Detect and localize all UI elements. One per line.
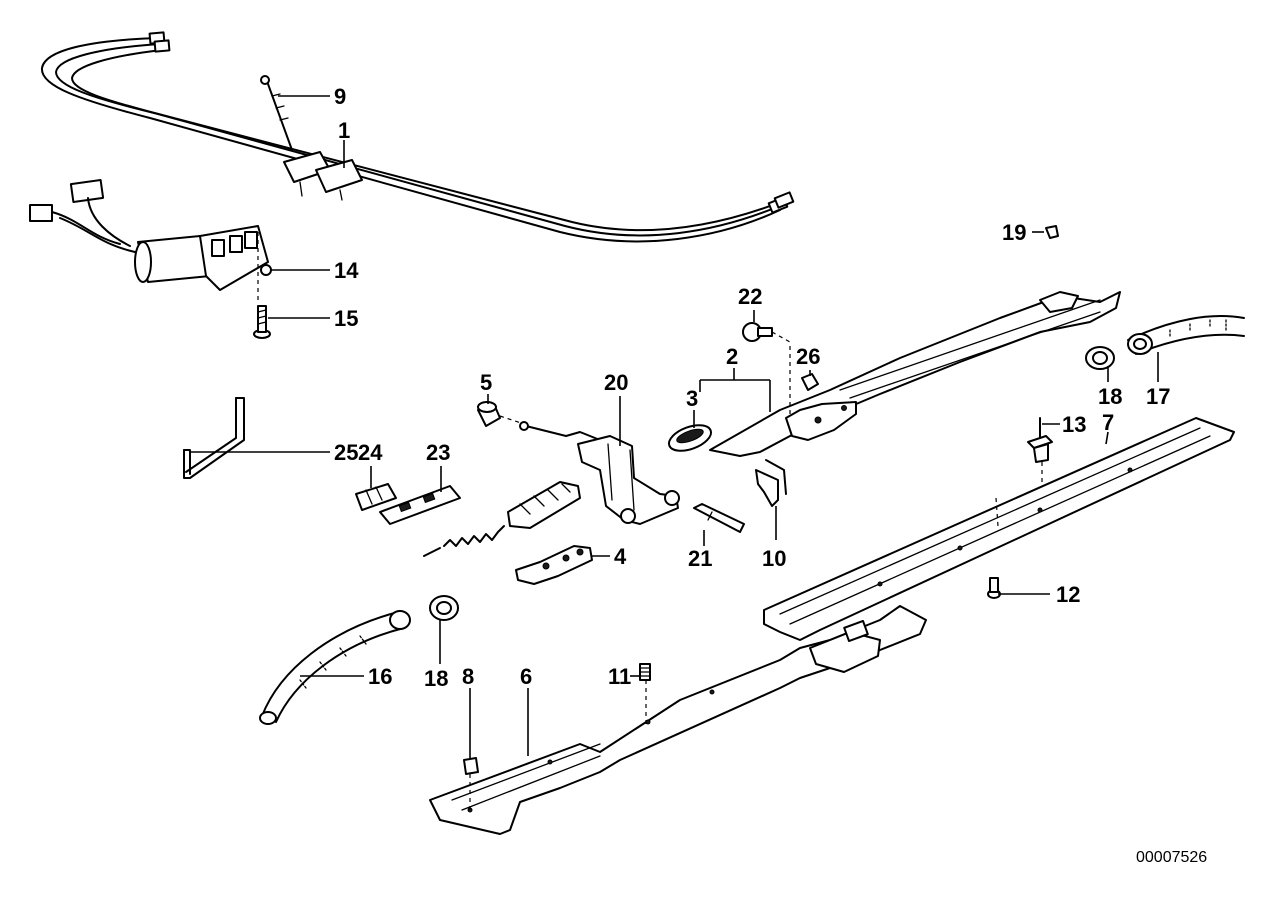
callout-20: 20 bbox=[604, 370, 628, 395]
part-screw-15 bbox=[253, 305, 271, 339]
part-tube-16 bbox=[259, 610, 411, 725]
part-screw-11 bbox=[639, 663, 651, 724]
callout-16: 16 bbox=[368, 664, 392, 689]
callout-9: 9 bbox=[334, 84, 346, 109]
part-clip-10 bbox=[755, 459, 787, 507]
part-drive-motor bbox=[29, 178, 272, 300]
callout-17: 17 bbox=[1146, 384, 1170, 409]
callout-12: 12 bbox=[1056, 582, 1080, 607]
callout-19: 19 bbox=[1002, 220, 1026, 245]
callout-7: 7 bbox=[1102, 410, 1114, 435]
callout-24: 24 bbox=[358, 440, 383, 465]
callout-21: 21 bbox=[688, 546, 712, 571]
leader-lines bbox=[190, 95, 1159, 758]
part-bushing-5 bbox=[477, 401, 525, 427]
callout-8: 8 bbox=[462, 664, 474, 689]
part-lever-20 bbox=[423, 421, 680, 557]
part-slider-24 bbox=[355, 483, 397, 511]
part-screw-19 bbox=[1045, 225, 1059, 239]
reference-number: 00007526 bbox=[1136, 849, 1207, 866]
part-screw-9 bbox=[260, 75, 293, 151]
part-hex-key bbox=[183, 397, 245, 479]
callout-4: 4 bbox=[614, 544, 627, 569]
callout-14: 14 bbox=[334, 258, 359, 283]
callout-11: 11 bbox=[608, 664, 631, 689]
callout-23: 23 bbox=[426, 440, 450, 465]
callout-6: 6 bbox=[520, 664, 532, 689]
callout-5: 5 bbox=[480, 370, 492, 395]
part-tube-17 bbox=[1127, 315, 1245, 355]
callout-18a: 18 bbox=[1098, 384, 1122, 409]
part-cable-assembly bbox=[40, 31, 795, 243]
callout-26: 26 bbox=[796, 344, 820, 369]
callout-3: 3 bbox=[686, 386, 698, 411]
callout-2: 2 bbox=[726, 344, 738, 369]
part-guide-rail-2 bbox=[709, 291, 1121, 457]
callout-labels: 9 1 14 15 19 22 2 26 3 5 20 18 17 13 7 2… bbox=[334, 84, 1207, 866]
part-slider-4 bbox=[515, 545, 593, 585]
callout-18b: 18 bbox=[424, 666, 448, 691]
part-rivet-13 bbox=[1027, 417, 1053, 512]
callout-22: 22 bbox=[738, 284, 762, 309]
part-screw-12 bbox=[987, 577, 1001, 599]
callout-1: 1 bbox=[338, 118, 350, 143]
part-pad-3 bbox=[667, 424, 713, 452]
part-ring-18-top bbox=[1085, 346, 1115, 370]
part-guide-23 bbox=[379, 485, 461, 525]
part-screw-22 bbox=[742, 322, 791, 343]
part-screw-8 bbox=[463, 757, 479, 810]
callout-25: 25 bbox=[334, 440, 358, 465]
callout-10: 10 bbox=[762, 546, 786, 571]
callout-15: 15 bbox=[334, 306, 358, 331]
part-rail-7 bbox=[763, 417, 1235, 641]
part-nut-26 bbox=[801, 373, 819, 391]
part-rail-6 bbox=[429, 605, 927, 835]
callout-13: 13 bbox=[1062, 412, 1086, 437]
part-ring-18-bottom bbox=[429, 595, 459, 621]
part-pin-21 bbox=[693, 503, 745, 533]
